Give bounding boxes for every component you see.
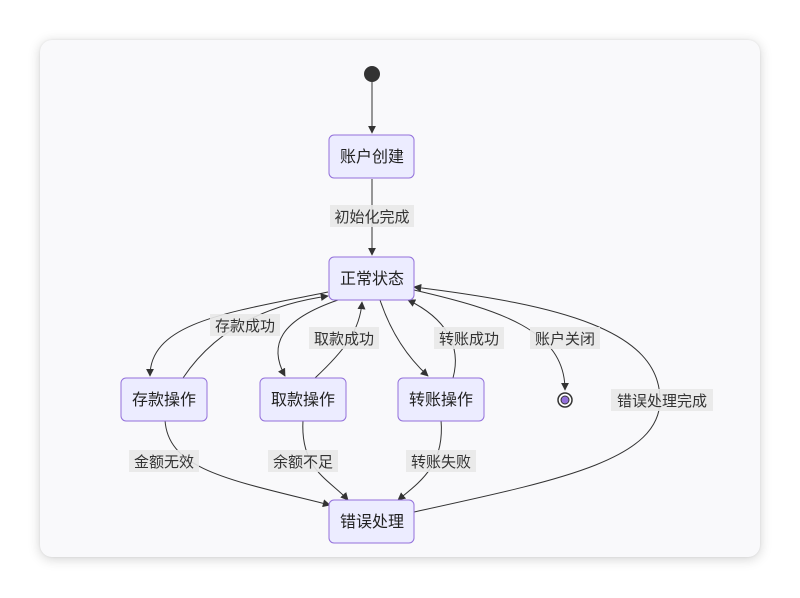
- label-withdraw-success: 取款成功: [309, 327, 379, 349]
- label-transfer-success-text: 转账成功: [439, 330, 499, 348]
- edge-deposit-to-normal: [182, 293, 329, 379]
- state-error-handling: 错误处理: [328, 499, 415, 544]
- state-withdraw-op: 取款操作: [259, 377, 347, 422]
- label-deposit-success-text: 存款成功: [215, 317, 275, 335]
- state-normal-label: 正常状态: [340, 269, 404, 288]
- label-invalid-amount: 金额无效: [129, 450, 199, 472]
- edge-normal-to-transfer: [379, 299, 429, 377]
- label-account-closed-text: 账户关闭: [535, 330, 595, 348]
- edge-normal-to-deposit: [146, 291, 329, 377]
- label-error-done: 错误处理完成: [611, 389, 713, 411]
- end-node: [557, 392, 573, 408]
- label-withdraw-success-text: 取款成功: [314, 330, 374, 348]
- state-deposit-op: 存款操作: [120, 377, 208, 422]
- state-normal: 正常状态: [328, 256, 415, 301]
- state-error-handling-label: 错误处理: [340, 512, 404, 531]
- state-deposit-op-label: 存款操作: [132, 390, 196, 409]
- state-account-created-label: 账户创建: [340, 147, 404, 166]
- label-insufficient-balance: 余额不足: [268, 450, 338, 472]
- label-deposit-success: 存款成功: [210, 314, 280, 336]
- label-insufficient-balance-text: 余额不足: [273, 453, 333, 471]
- label-init-done: 初始化完成: [330, 205, 414, 227]
- edge-normal-to-end: [413, 289, 569, 391]
- label-account-closed: 账户关闭: [530, 327, 600, 349]
- state-account-created: 账户创建: [328, 134, 415, 179]
- label-invalid-amount-text: 金额无效: [134, 453, 194, 471]
- label-transfer-success: 转账成功: [434, 327, 504, 349]
- state-transfer-op: 转账操作: [397, 377, 485, 422]
- edge-normal-to-withdraw: [277, 299, 339, 377]
- label-init-done-text: 初始化完成: [334, 208, 409, 226]
- start-node: [364, 66, 380, 82]
- edge-deposit-to-error: [164, 419, 331, 508]
- state-withdraw-op-label: 取款操作: [271, 390, 335, 409]
- state-transfer-op-label: 转账操作: [409, 390, 473, 409]
- label-transfer-failed: 转账失败: [406, 450, 476, 472]
- label-error-done-text: 错误处理完成: [617, 392, 707, 410]
- label-transfer-failed-text: 转账失败: [411, 453, 471, 471]
